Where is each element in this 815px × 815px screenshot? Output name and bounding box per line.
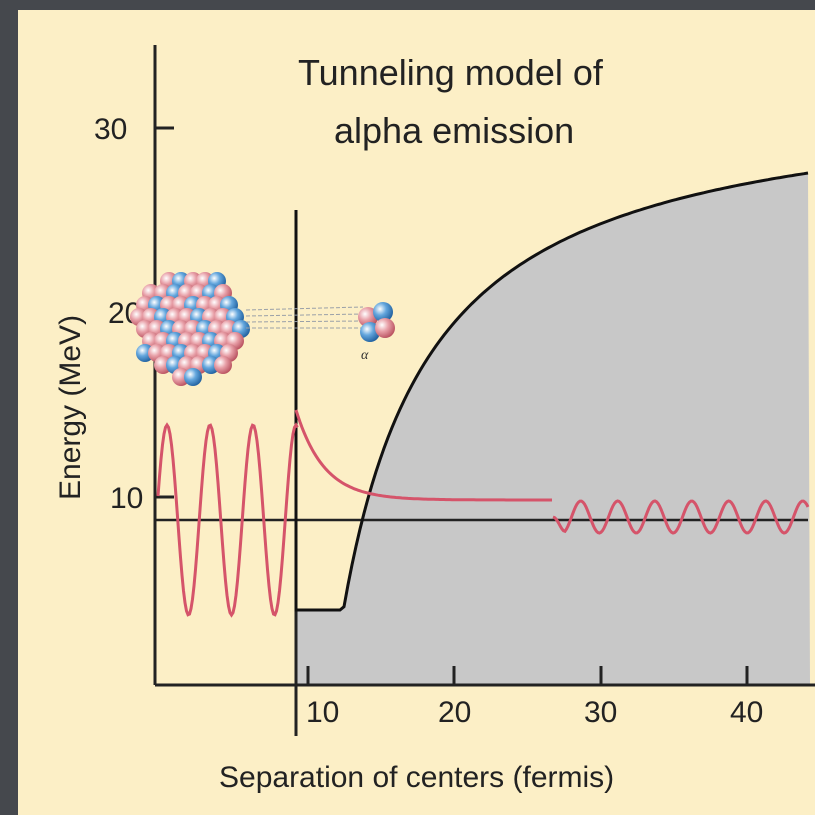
x-tick-label-10: 10 bbox=[306, 696, 339, 729]
x-tick-label-40: 40 bbox=[730, 696, 763, 729]
alpha-nucleon bbox=[373, 302, 393, 322]
coulomb-barrier-region bbox=[296, 173, 810, 685]
y-axis-title: Energy (MeV) bbox=[54, 315, 87, 500]
alpha-nucleon bbox=[375, 318, 395, 338]
alpha-symbol-label: α bbox=[361, 348, 369, 363]
x-axis-title: Separation of centers (fermis) bbox=[219, 761, 614, 794]
y-tick-label-30: 30 bbox=[94, 113, 127, 146]
diagram-panel: 30 20 10 10 20 30 40 α Tunneling model o… bbox=[18, 10, 815, 815]
wavefunction-inside-nucleus bbox=[156, 422, 299, 618]
nucleon bbox=[184, 368, 202, 386]
x-tick-label-30: 30 bbox=[584, 696, 617, 729]
attraction-lines bbox=[245, 306, 364, 329]
alpha-particle-illustration bbox=[358, 302, 395, 342]
diagram-title-line1: Tunneling model of bbox=[298, 52, 604, 93]
wavefunction-outside-barrier bbox=[552, 499, 810, 535]
y-tick-label-10: 10 bbox=[110, 482, 143, 515]
alpha-nucleon bbox=[360, 322, 380, 342]
wavefunction-decay-in-barrier bbox=[294, 409, 552, 502]
parent-nucleus-illustration bbox=[130, 272, 250, 386]
diagram-title-line2: alpha emission bbox=[334, 110, 574, 151]
x-tick-label-20: 20 bbox=[438, 696, 471, 729]
tunneling-diagram: 30 20 10 10 20 30 40 α Tunneling model o… bbox=[54, 45, 815, 794]
coulomb-potential-curve bbox=[294, 171, 809, 612]
nucleon bbox=[214, 356, 232, 374]
